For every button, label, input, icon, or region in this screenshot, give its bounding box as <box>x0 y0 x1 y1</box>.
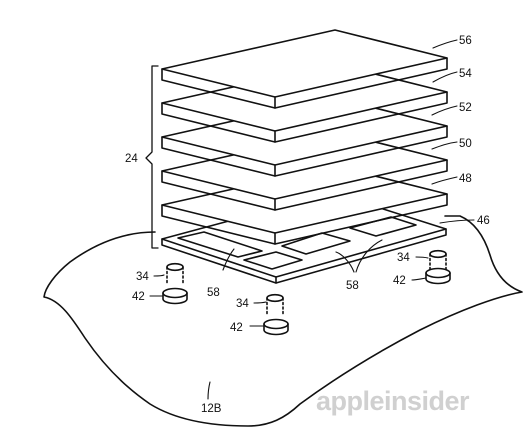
appleinsider-watermark: appleinsider <box>316 386 470 416</box>
layer-56 <box>161 29 448 109</box>
label-42-middle: 42 <box>230 322 243 334</box>
label-48: 48 <box>459 173 472 185</box>
reference-labels: 56 54 52 50 48 46 24 34 42 58 34 42 58 3… <box>125 35 490 415</box>
label-42-left: 42 <box>132 291 145 303</box>
label-24: 24 <box>125 153 138 165</box>
opening-58-center <box>243 251 303 270</box>
label-54: 54 <box>459 68 472 80</box>
label-56: 56 <box>459 35 472 47</box>
standoff-middle <box>263 293 289 336</box>
label-42-right: 42 <box>393 275 406 287</box>
opening-58-left <box>177 231 263 258</box>
label-50: 50 <box>459 138 472 150</box>
label-34-right: 34 <box>397 252 410 264</box>
label-34-left: 34 <box>136 271 149 283</box>
standoff-right <box>425 249 451 285</box>
standoff-left <box>162 262 188 305</box>
label-46: 46 <box>477 215 490 227</box>
base-sheet-12b <box>43 215 523 427</box>
label-58-right: 58 <box>346 280 359 292</box>
bracket-24 <box>145 65 159 249</box>
label-52: 52 <box>459 102 472 114</box>
label-34-middle: 34 <box>236 298 249 310</box>
label-12b: 12B <box>201 403 222 415</box>
frame-layer-46 <box>161 192 447 284</box>
leader-lines <box>149 39 475 400</box>
label-58-left: 58 <box>207 287 220 299</box>
